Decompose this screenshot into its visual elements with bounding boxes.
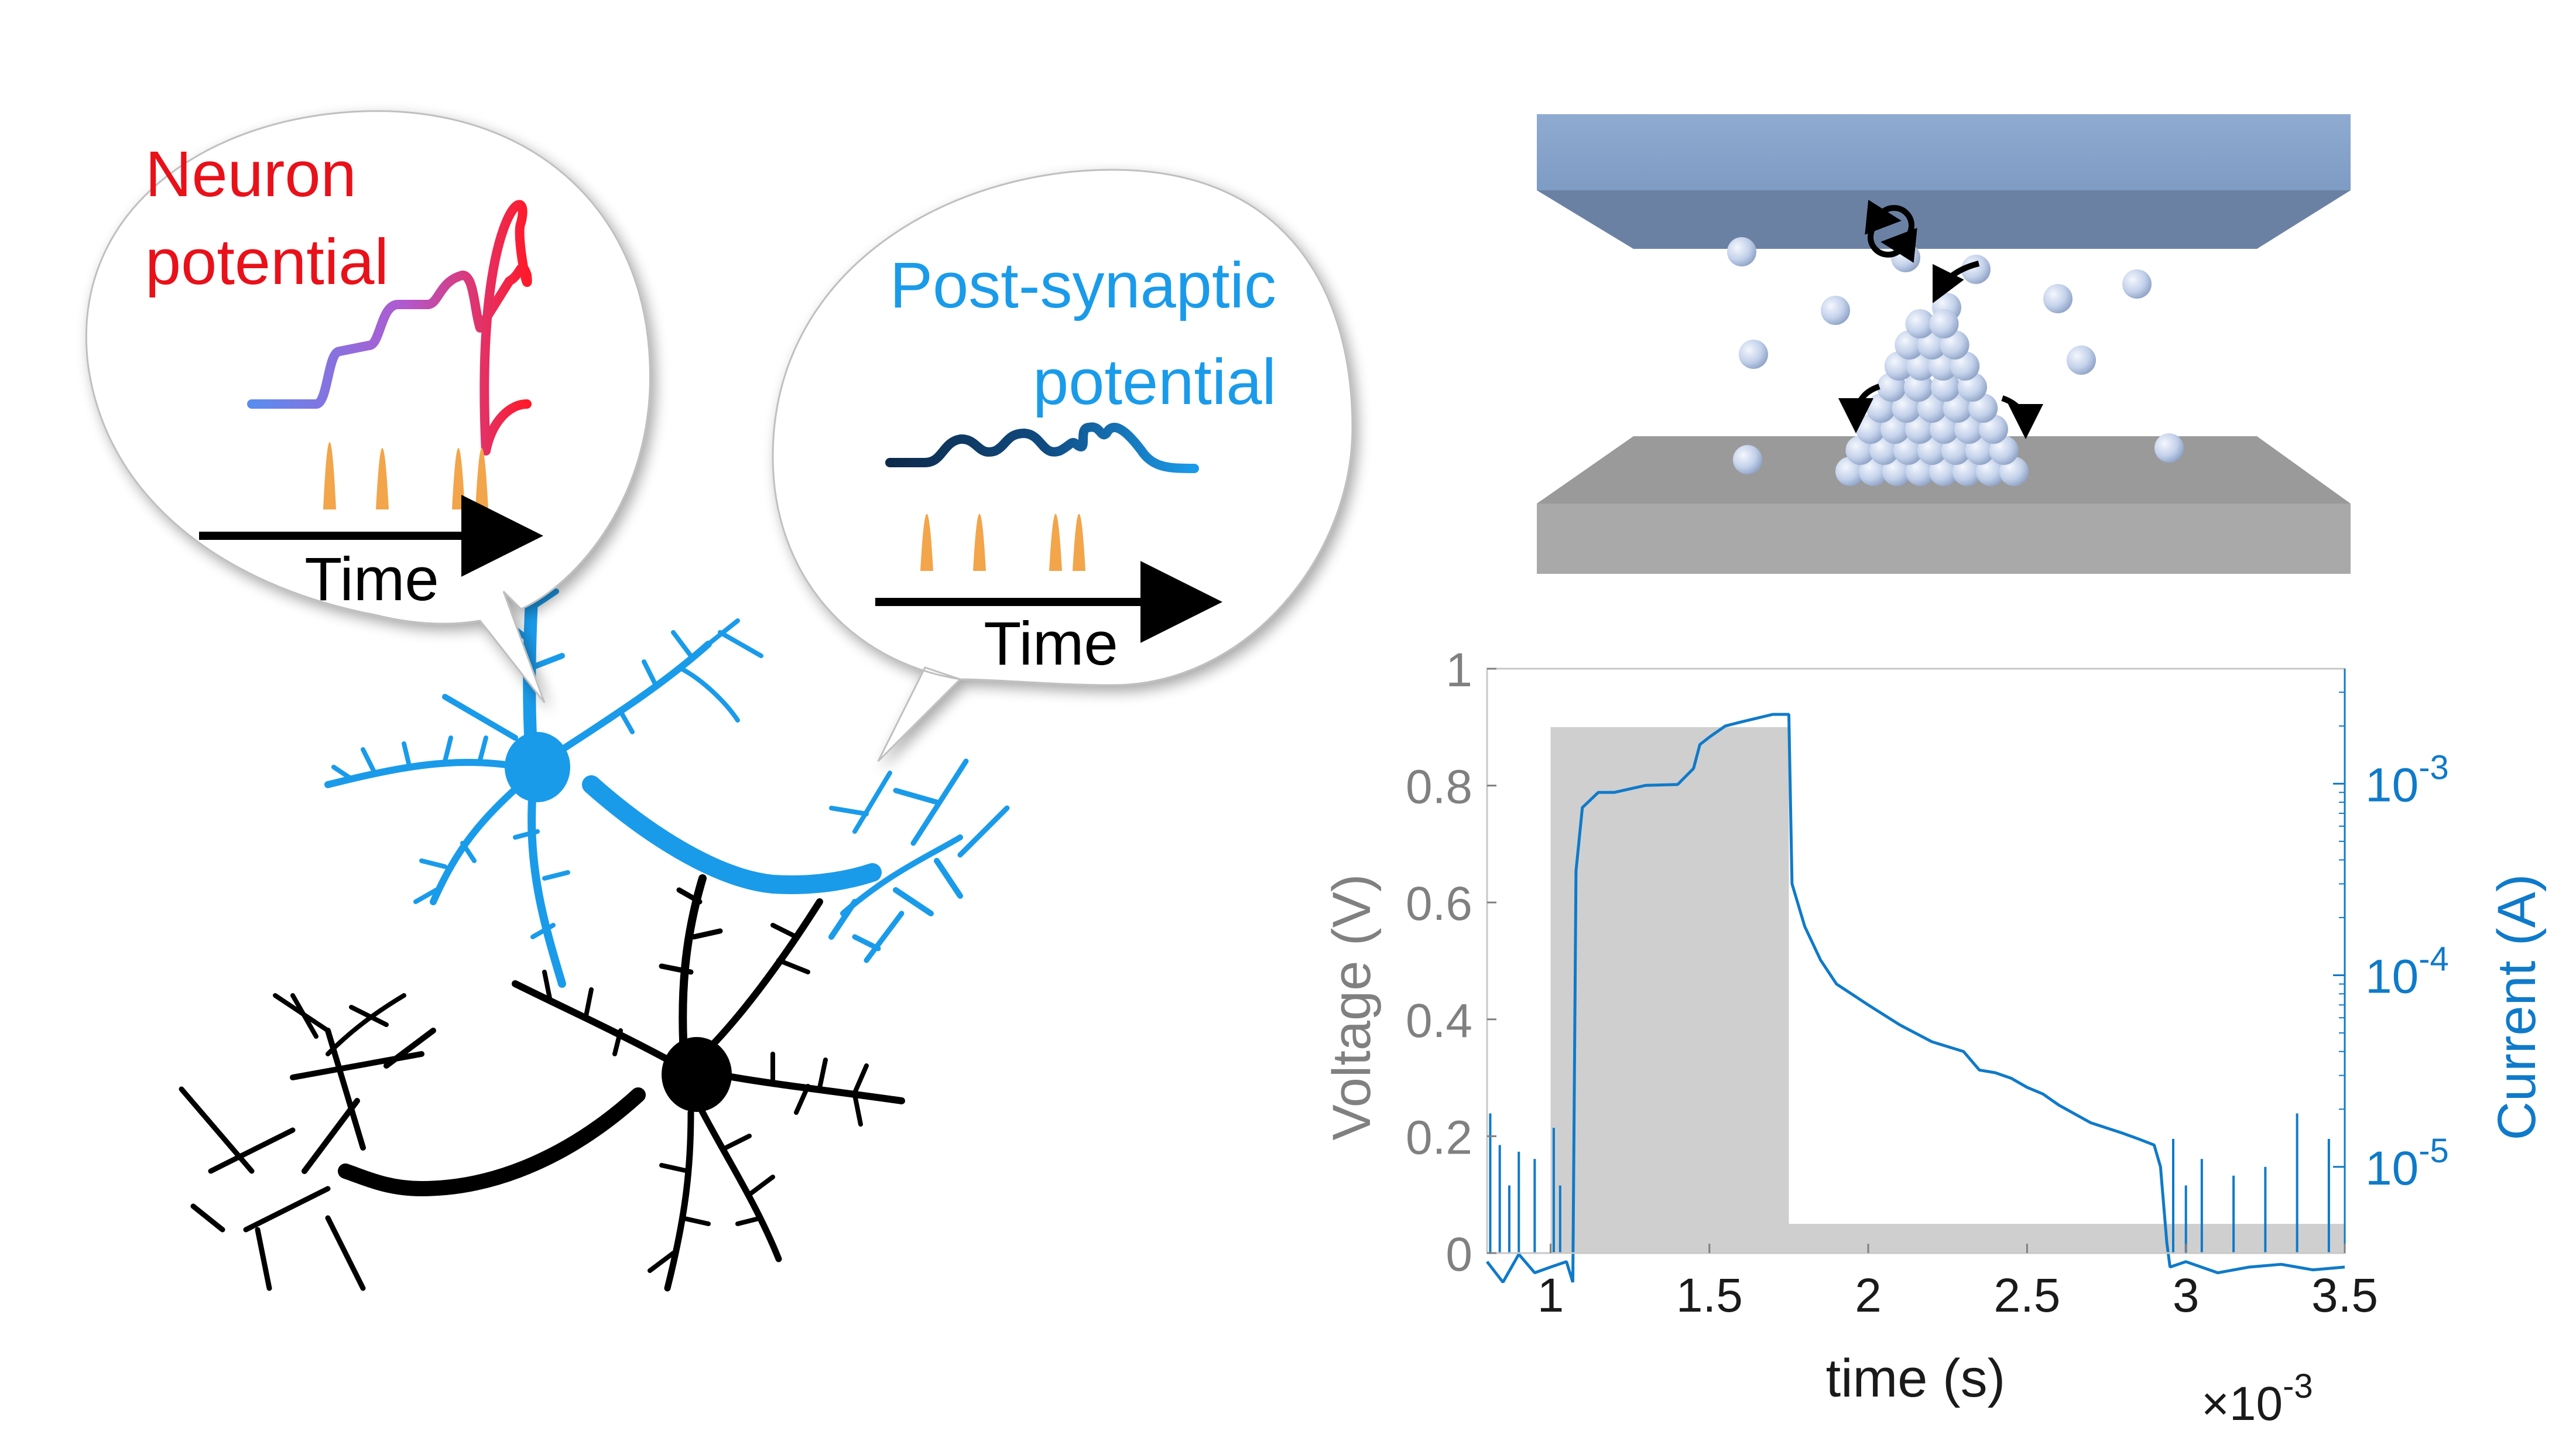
left-tick-label: 0.8 bbox=[1406, 761, 1472, 814]
left-tick-label: 0.4 bbox=[1406, 994, 1472, 1048]
spike bbox=[475, 448, 488, 509]
current-line bbox=[1486, 713, 2345, 1284]
neuron-potential-bubble: Neuron potential Time bbox=[85, 110, 651, 703]
particle bbox=[1905, 309, 1935, 338]
spike bbox=[1049, 514, 1062, 571]
x-axis-ticks: 1 1.5 2 2.5 3 3.5 bbox=[1537, 1244, 2378, 1322]
particle bbox=[1917, 393, 1947, 423]
spike bbox=[376, 448, 389, 509]
voltage-series bbox=[1487, 727, 2345, 1253]
right-axis-label: Current (A) bbox=[2487, 874, 2547, 1141]
x-tick-label: 3.5 bbox=[2311, 1269, 2378, 1322]
spike bbox=[1073, 514, 1085, 571]
time-label-left: Time bbox=[304, 545, 439, 614]
neuron-potential-trace bbox=[247, 200, 532, 456]
x-multiplier: ×10-3 bbox=[2201, 1367, 2313, 1431]
neuron-title-line1: Neuron bbox=[145, 138, 357, 210]
input-spikes-left bbox=[323, 442, 488, 509]
particle bbox=[1739, 340, 1768, 369]
input-spikes-right bbox=[920, 514, 1085, 571]
bottom-electrode bbox=[1537, 504, 2351, 574]
particles bbox=[1727, 237, 2184, 486]
left-axis-label: Voltage (V) bbox=[1322, 874, 1382, 1140]
black-neuron bbox=[179, 874, 905, 1292]
voltage-area bbox=[1487, 727, 2345, 1253]
x-tick-label: 2 bbox=[1855, 1269, 1882, 1322]
neuron-title-line2: potential bbox=[145, 226, 389, 298]
right-tick-label: 10-4 bbox=[2365, 940, 2449, 1004]
blue-neuron bbox=[324, 567, 1010, 988]
arrow-icon bbox=[2001, 395, 2043, 439]
particle bbox=[2067, 345, 2096, 375]
left-tick-label: 0 bbox=[1445, 1228, 1472, 1281]
particle bbox=[1821, 296, 1850, 325]
spike bbox=[973, 514, 986, 571]
particle bbox=[2154, 433, 2184, 463]
neuron-illustration bbox=[179, 567, 1010, 1292]
x-tick-label: 1 bbox=[1537, 1269, 1564, 1322]
synaptic-potential-bubble: Post-synaptic potential Time bbox=[772, 169, 1354, 762]
x-multiplier-base: ×10 bbox=[2201, 1377, 2283, 1431]
x-axis-label: time (s) bbox=[1826, 1349, 2006, 1408]
memristive-device bbox=[1537, 114, 2351, 574]
left-tick-label: 1 bbox=[1445, 644, 1472, 697]
particle bbox=[1733, 445, 1762, 474]
rotate-arrows-icon bbox=[1865, 200, 1917, 263]
particle bbox=[2122, 269, 2152, 299]
migration-arrows bbox=[1838, 261, 2043, 439]
top-electrode bbox=[1537, 114, 2351, 190]
spike bbox=[920, 514, 933, 571]
synaptic-title-line2: potential bbox=[1033, 346, 1276, 418]
x-multiplier-exp: -3 bbox=[2283, 1367, 2313, 1405]
current-series bbox=[1486, 713, 2345, 1284]
arrow-icon bbox=[1933, 261, 1980, 303]
left-tick-label: 0.2 bbox=[1406, 1111, 1472, 1164]
synaptic-potential-trace bbox=[885, 422, 1199, 473]
x-tick-label: 3 bbox=[2173, 1269, 2200, 1322]
particle bbox=[2043, 284, 2073, 313]
right-tick-label: 10-5 bbox=[2365, 1132, 2449, 1195]
synaptic-title-line1: Post-synaptic bbox=[890, 249, 1276, 321]
iv-chart: 1 1.5 2 2.5 3 3.5 0 0.2 0.4 0.6 0.8 1 10-3 10-4 10-5… bbox=[1322, 644, 2547, 1431]
particle bbox=[1961, 255, 1991, 284]
time-label-right: Time bbox=[984, 610, 1118, 678]
arrow-icon bbox=[1838, 384, 1880, 433]
particle bbox=[1727, 237, 1756, 266]
spike bbox=[452, 448, 465, 509]
particle bbox=[1929, 309, 1959, 338]
spike bbox=[323, 442, 336, 509]
x-tick-label: 1.5 bbox=[1676, 1269, 1743, 1322]
left-tick-label: 0.6 bbox=[1406, 877, 1472, 930]
right-axis-ticks: 10-3 10-4 10-5 bbox=[2333, 692, 2449, 1195]
x-tick-label: 2.5 bbox=[1993, 1269, 2060, 1322]
right-tick-label: 10-3 bbox=[2365, 748, 2449, 812]
left-axis-ticks: 0 0.2 0.4 0.6 0.8 1 bbox=[1406, 644, 1496, 1281]
